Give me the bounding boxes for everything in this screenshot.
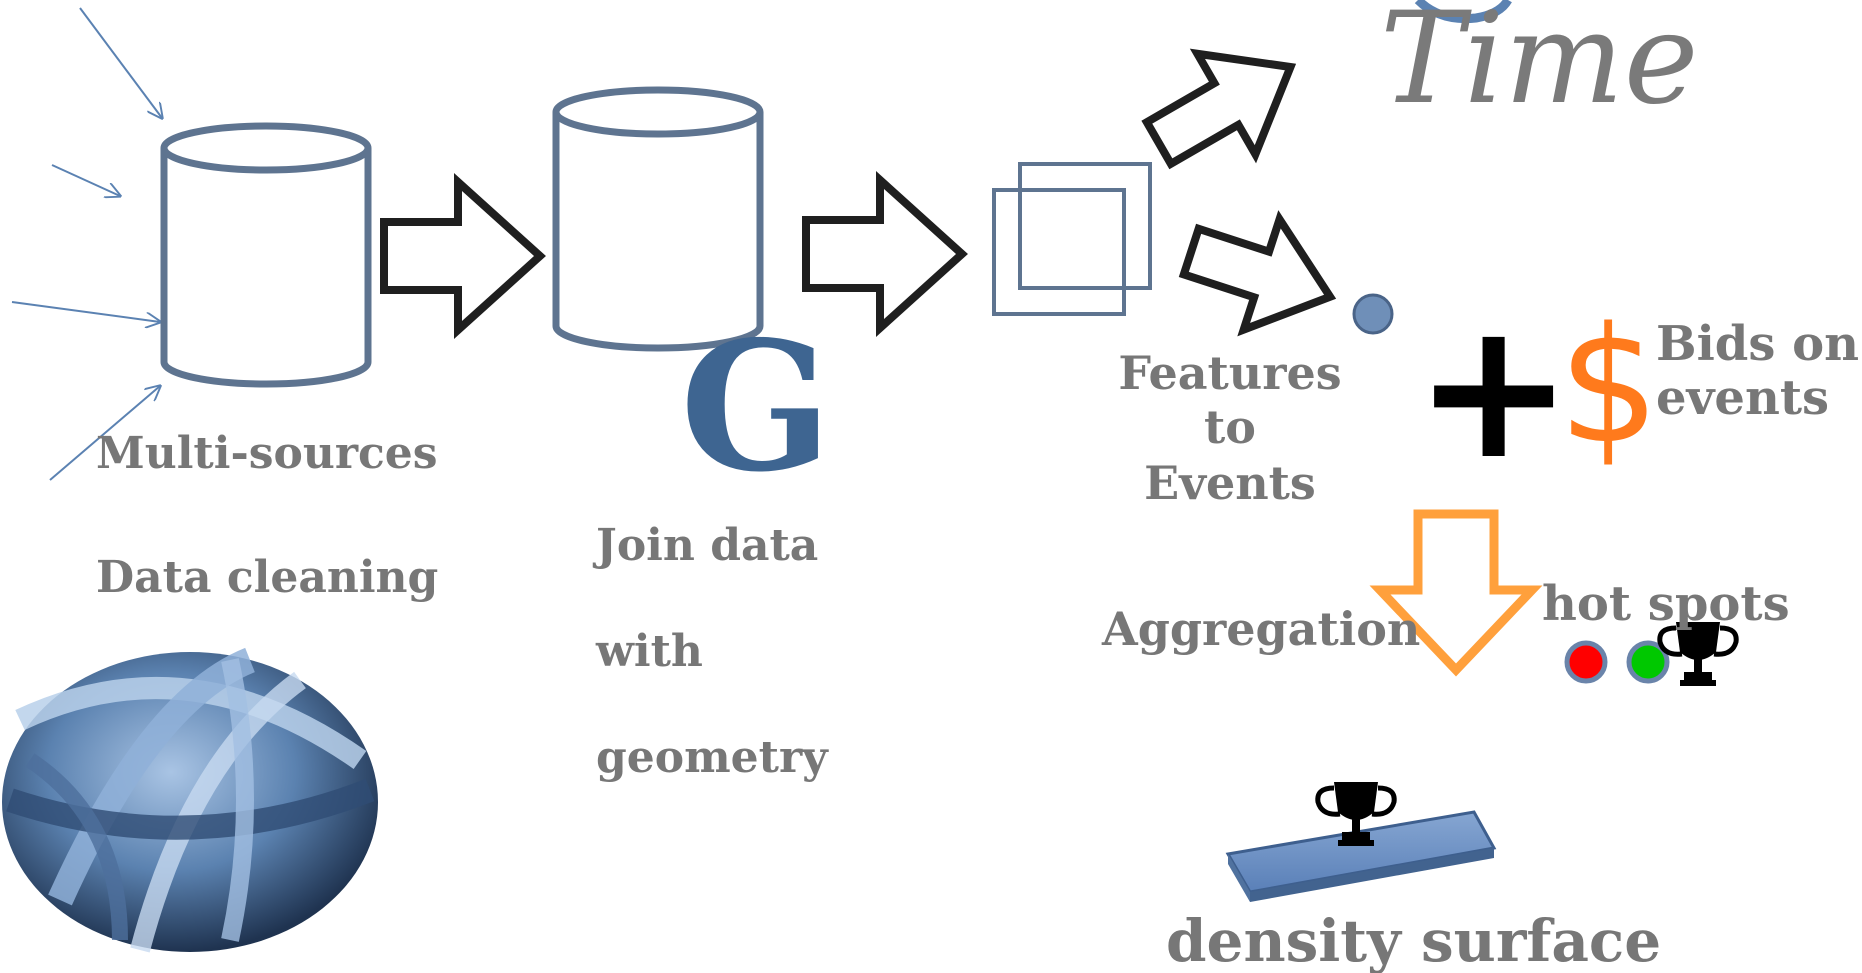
arrow-icon (1141, 48, 1297, 170)
aggregation-label: Aggregation (1102, 602, 1421, 656)
source-line (51, 164, 120, 196)
plus-icon: + (1414, 280, 1574, 501)
source-line (11, 301, 160, 322)
trophy-icon (1315, 782, 1397, 846)
events-label: Events (1144, 456, 1316, 510)
source-lines (11, 7, 162, 481)
arrow-icon (380, 173, 546, 339)
dollar-icon: $ (1558, 292, 1660, 479)
multi-sources-label: Multi-sources (96, 428, 438, 479)
trophy-icon (1657, 622, 1739, 686)
density-surface-plate (1225, 810, 1497, 902)
hot-spot-green (1626, 640, 1670, 684)
layers-icon (992, 162, 1152, 316)
arrow-icon (802, 171, 968, 337)
source-line (49, 386, 160, 481)
geometry-g-logo: G (680, 302, 833, 511)
database-icon (552, 86, 764, 352)
density-surface-label: density surface (1166, 907, 1662, 973)
to-label: to (1204, 400, 1256, 454)
arrow-icon (1178, 210, 1337, 337)
time-logo-text: Time (1380, 0, 1699, 132)
hot-spots-label: hot spots (1542, 576, 1790, 632)
geometry-label: geometry (596, 732, 828, 783)
data-cleaning-label: Data cleaning (96, 552, 439, 603)
time-logo-ring (1414, 0, 1512, 24)
database-icon (160, 122, 372, 388)
aggregation-arrow-icon (1369, 509, 1543, 677)
join-data-label: Join data (596, 520, 819, 571)
source-line (79, 7, 162, 118)
features-label: Features (1118, 346, 1342, 400)
hot-spot-red (1564, 640, 1608, 684)
bids-on-label: Bids on (1656, 316, 1860, 372)
with-label: with (596, 626, 703, 677)
events-bids-label: events (1656, 370, 1830, 426)
event-dot (1352, 293, 1394, 335)
yarn-ball-icon (2, 647, 378, 953)
